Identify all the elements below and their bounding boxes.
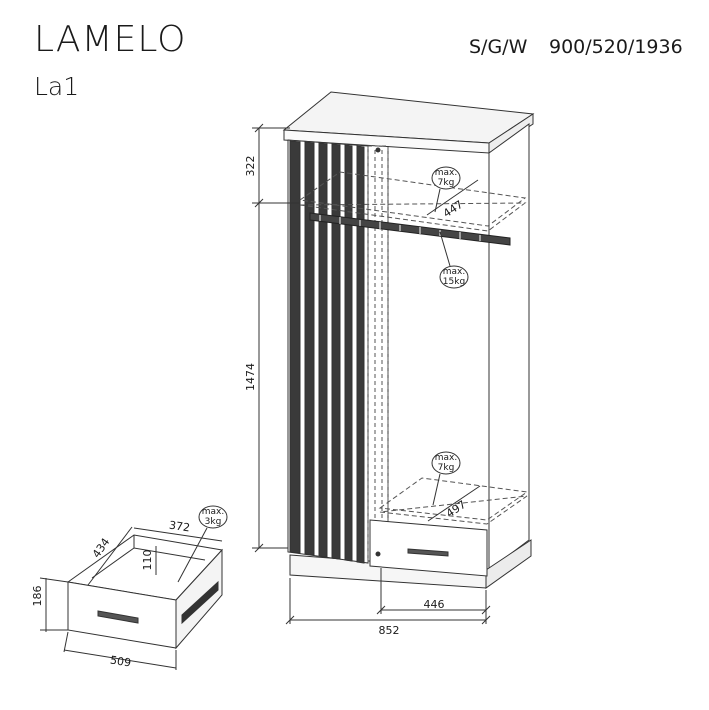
- dim-inner-width: 852: [379, 624, 400, 637]
- drawer-dim-inner-height: 110: [141, 550, 154, 571]
- wardrobe-drawing: [282, 91, 535, 589]
- load-rail-max: max.: [443, 267, 465, 277]
- dim-top-section: 322: [244, 156, 257, 177]
- drawer-load-kg: 3kg: [205, 517, 222, 527]
- load-indicator-rail: max. 15kg: [439, 231, 469, 289]
- load-bottom-kg: 7kg: [438, 463, 455, 473]
- lamella-door: [287, 139, 369, 564]
- drawer-drawing: [66, 534, 223, 650]
- top-shelf: [298, 171, 527, 232]
- drawer-dimension-lines: [39, 526, 223, 670]
- drawer-dim-front-height: 186: [31, 586, 44, 607]
- load-bottom-max: max.: [435, 453, 457, 463]
- product-title: LAMELO: [34, 19, 187, 60]
- open-door-outline: [367, 145, 389, 564]
- drawer-handle: [97, 610, 139, 624]
- wardrobe-side-panel: [488, 123, 530, 571]
- load-indicator-top: max. 7kg: [431, 166, 461, 213]
- load-rail-kg: 15kg: [443, 277, 465, 287]
- height-dimension-lines: [252, 123, 300, 553]
- load-top-kg: 7kg: [438, 178, 455, 188]
- load-top-max: max.: [435, 168, 457, 178]
- dimensions-value: 900/520/1936: [549, 36, 683, 58]
- shelf-bottom-depth: 497: [444, 498, 469, 520]
- hanging-rail: [309, 212, 511, 246]
- drawer-load-indicator: max. 3kg: [177, 505, 228, 583]
- dimensions-label: S/G/W: [469, 36, 528, 58]
- bottom-shelf: [378, 477, 529, 525]
- wardrobe-drawer: [369, 519, 488, 577]
- dim-main-height: 1474: [244, 363, 257, 391]
- shelf-top-depth: 447: [441, 198, 466, 220]
- drawer-dim-front-width: 509: [109, 653, 132, 669]
- drawer-load-max: max.: [202, 507, 224, 517]
- drawer-dim-inner-width: 372: [168, 519, 191, 535]
- dim-drawer-width: 446: [424, 598, 445, 611]
- width-dimension-lines: [285, 568, 491, 625]
- model-code: La1: [34, 72, 80, 101]
- load-indicator-bottom: max. 7kg: [431, 451, 461, 506]
